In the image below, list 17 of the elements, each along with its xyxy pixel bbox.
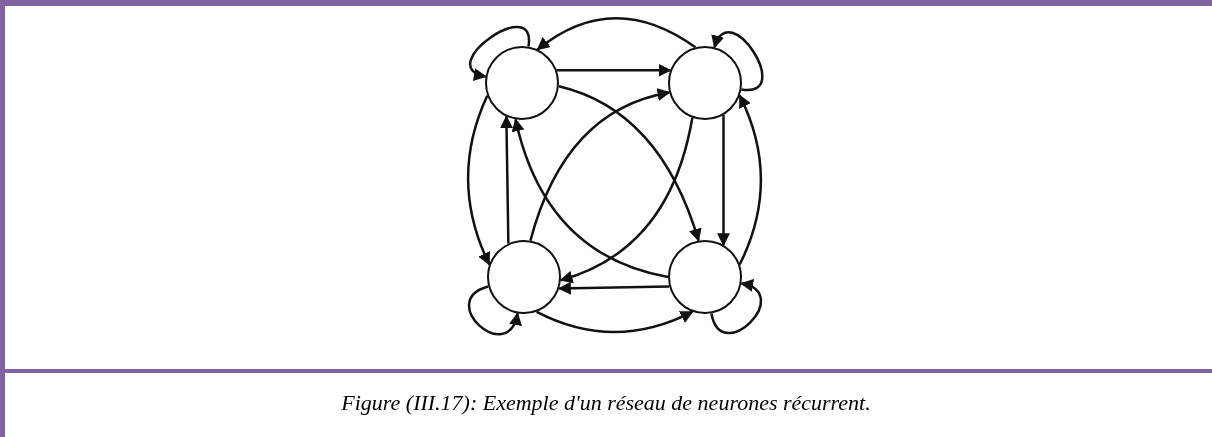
arrow [558, 85, 702, 242]
self-loop-arrow [713, 31, 764, 91]
figure-caption: Figure (III.17): Exemple d'un réseau de neurones récurrent. [341, 389, 871, 417]
arrow [738, 94, 763, 265]
arrow [529, 88, 671, 241]
arrow [556, 63, 672, 77]
self-loop-arrow [469, 25, 530, 79]
arrow [500, 115, 514, 244]
arrow [557, 281, 670, 295]
self-loop-arrow [468, 285, 521, 336]
arrow [512, 118, 669, 279]
arrow [717, 115, 730, 247]
arrow [536, 310, 694, 334]
self-loop-arrow [710, 280, 762, 334]
arrow [559, 117, 694, 283]
arrow [536, 17, 697, 51]
arrow [466, 95, 491, 266]
